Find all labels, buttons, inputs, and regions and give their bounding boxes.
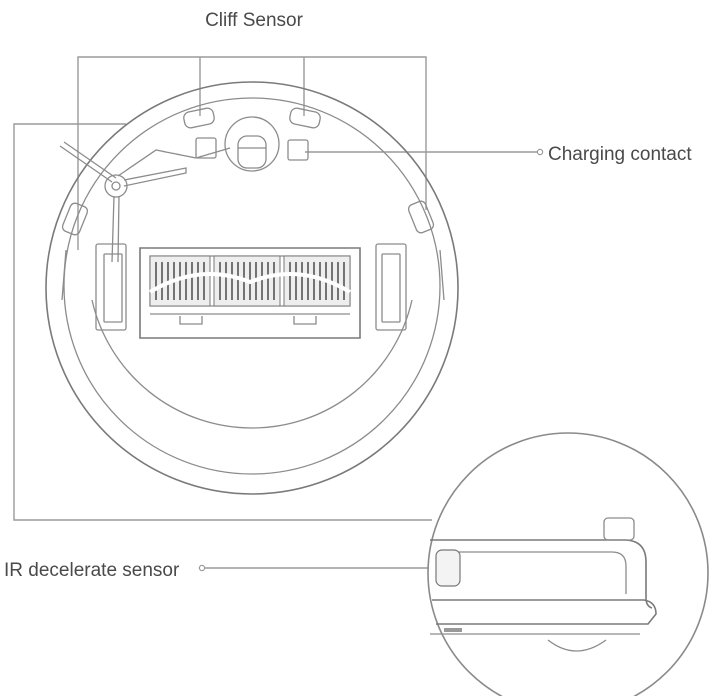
ir-sensor-zoom-detail <box>427 432 709 696</box>
ir-sensor-leader-dot <box>198 564 206 572</box>
ir-decelerate-sensor-window <box>435 549 461 587</box>
charging-contact-left <box>195 137 217 159</box>
left-side-sensor <box>61 202 89 236</box>
zoom-bumper-knob <box>603 517 635 541</box>
ir-sensor-connector <box>13 123 432 521</box>
right-wheel-well <box>375 243 407 331</box>
right-side-sensor <box>407 200 435 234</box>
callout-lines <box>13 56 544 572</box>
caster-wheel <box>237 135 267 169</box>
robot-outer-shell <box>45 81 459 495</box>
left-wheel-well <box>95 243 127 331</box>
main-brush-assembly <box>139 247 361 339</box>
robot-body <box>45 81 459 495</box>
caster-wheel-housing <box>224 116 280 172</box>
right-bumper-edge <box>439 249 445 301</box>
zoom-circle <box>427 432 709 696</box>
right-wheel <box>381 253 401 323</box>
side-brush-hub <box>104 174 128 198</box>
zoom-marker <box>444 628 462 632</box>
robot-inner-ring <box>63 97 441 475</box>
left-wheel <box>103 253 123 323</box>
charging-contact-right <box>287 139 309 161</box>
cliff-sensor-left <box>183 107 215 129</box>
side-brush <box>59 141 231 263</box>
cliff-sensor-right <box>289 107 321 129</box>
left-bumper-edge <box>61 249 67 301</box>
ir-decelerate-sensor-label: IR decelerate sensor <box>4 560 180 581</box>
charging-contact-leader-dot <box>536 148 544 156</box>
zoom-robot-upper-edge <box>430 539 653 609</box>
charging-contact-label: Charging contact <box>548 144 692 165</box>
cliff-sensor-leader <box>77 56 427 250</box>
robot-lower-panel <box>91 299 413 429</box>
cliff-sensor-label: Cliff Sensor <box>205 10 304 31</box>
